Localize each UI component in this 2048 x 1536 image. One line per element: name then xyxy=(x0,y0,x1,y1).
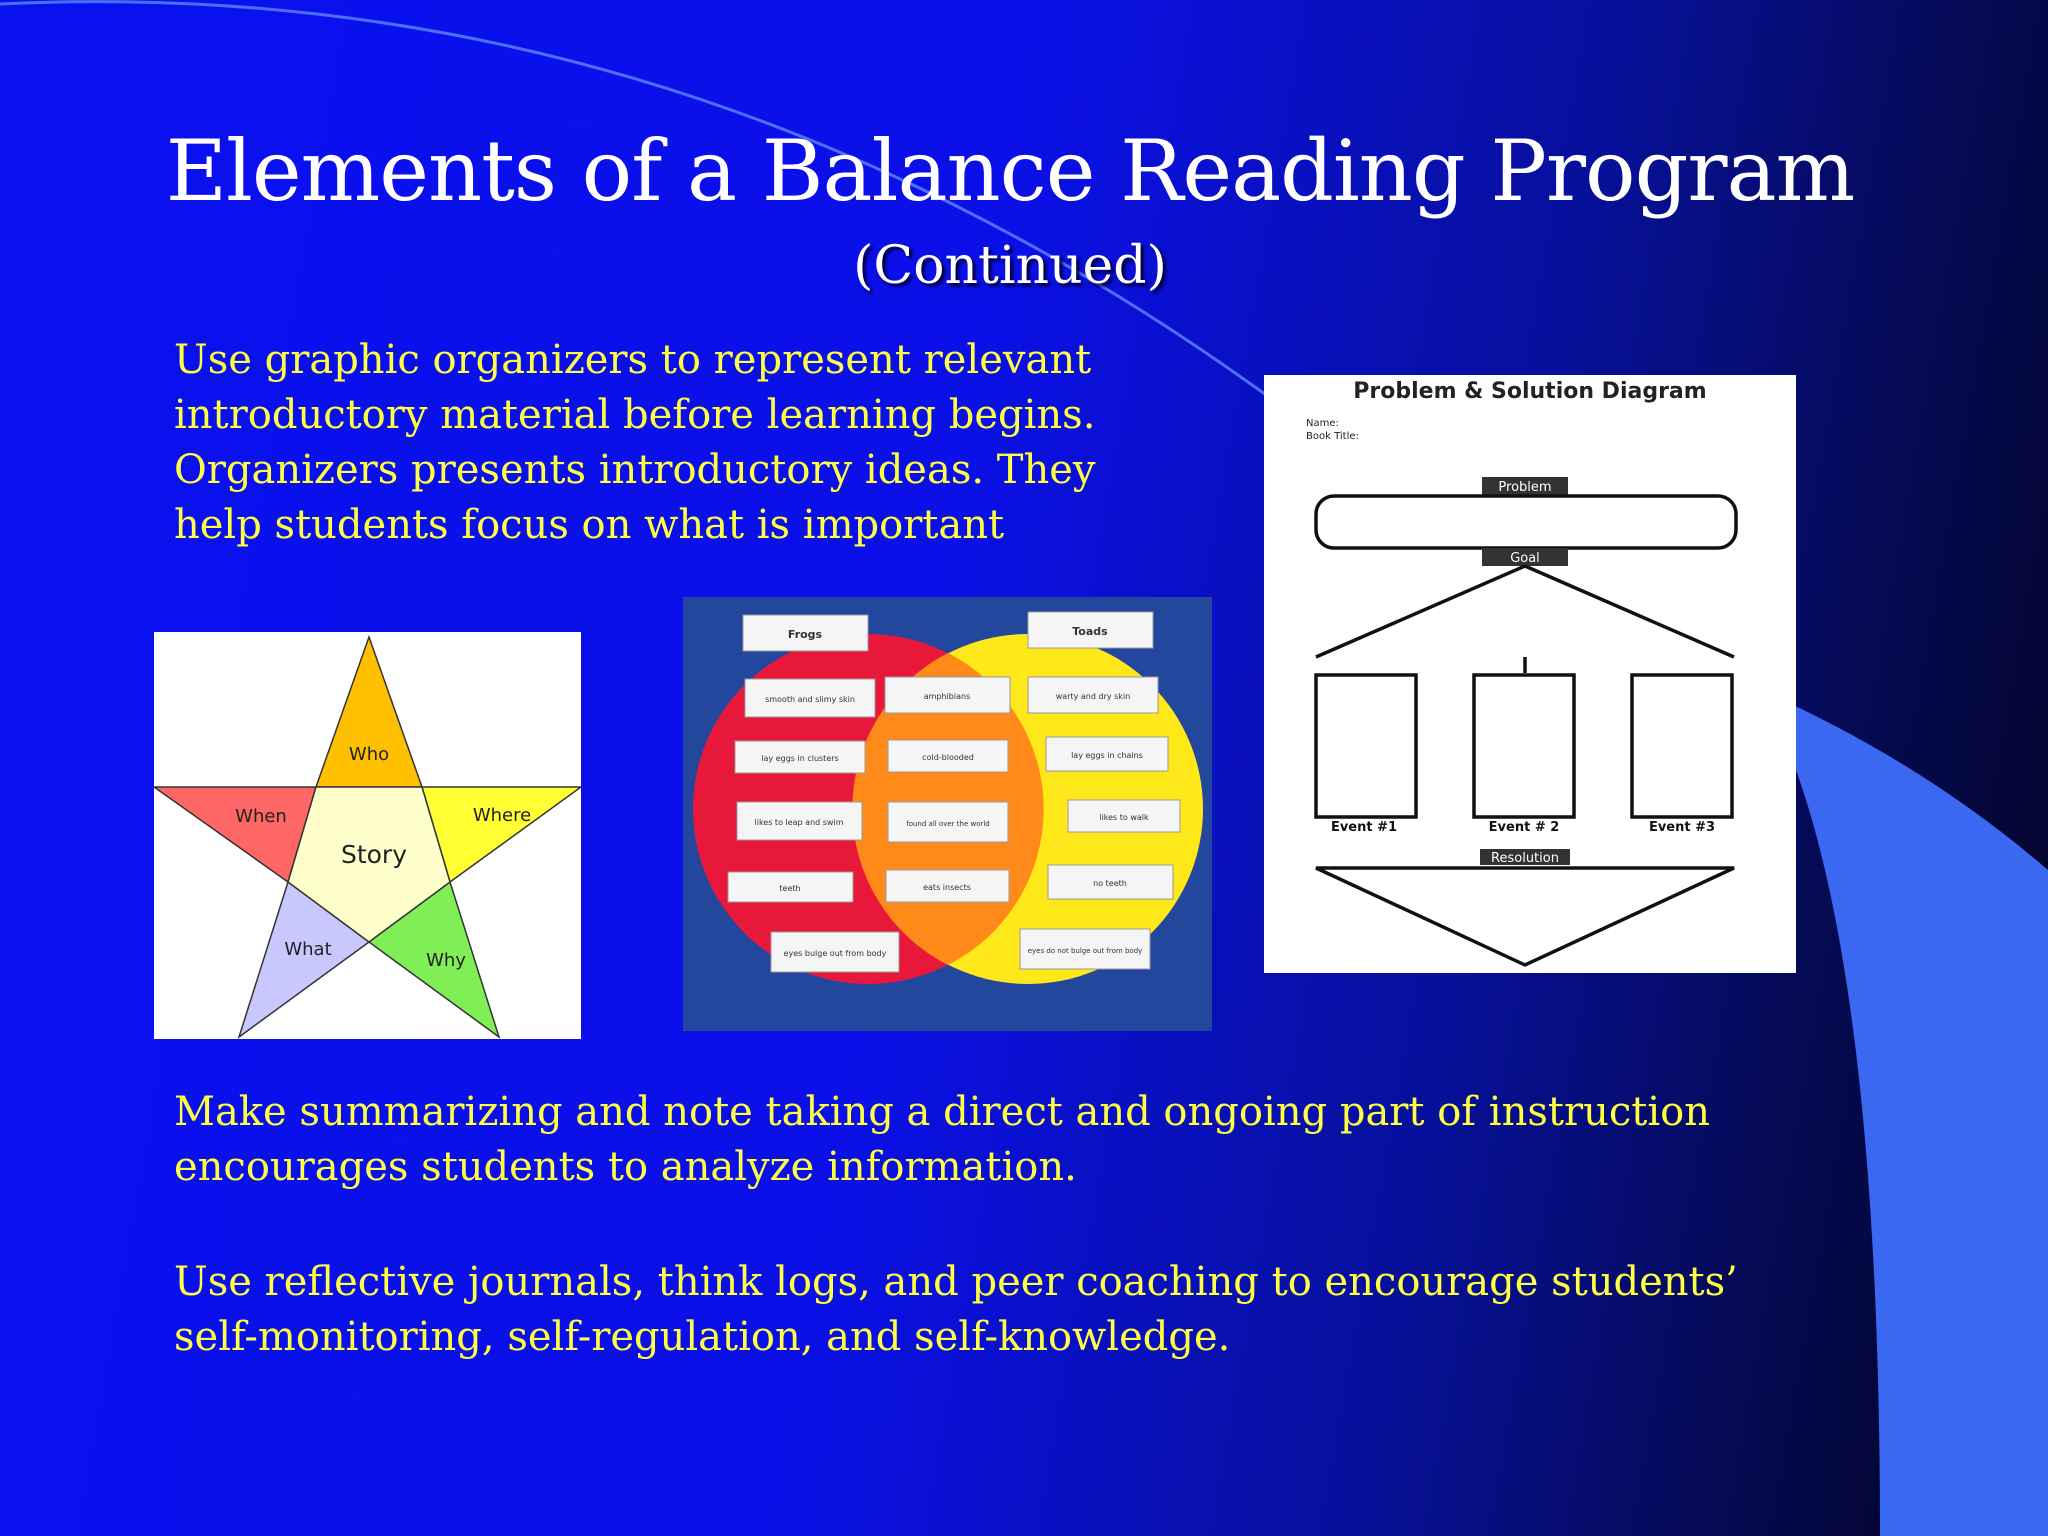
psd-event-box-2 xyxy=(1472,673,1576,819)
venn-title-toads: Toads xyxy=(1072,625,1108,638)
arc-line xyxy=(0,0,1301,422)
light-blue-swoosh xyxy=(1760,690,2048,1536)
psd-book-title-label: Book Title: xyxy=(1306,431,1359,442)
star-label-what: What xyxy=(284,939,331,960)
slide-title: Elements of a Balance Reading Program xyxy=(165,122,1856,220)
psd-event-label: Event #3 xyxy=(1649,820,1715,835)
venn-right-item: warty and dry skin xyxy=(1056,692,1130,701)
star-label-when: When xyxy=(235,806,287,827)
star-label-why: Why xyxy=(426,950,466,971)
star-label-who: Who xyxy=(349,744,389,765)
psd-event-box-1 xyxy=(1314,673,1418,819)
psd-title: Problem & Solution Diagram xyxy=(1353,379,1706,404)
paragraph-graphic-organizers: Use graphic organizers to represent rele… xyxy=(174,337,1096,548)
psd-event-label: Event #1 xyxy=(1331,820,1397,835)
venn-left-item: lay eggs in clusters xyxy=(761,754,838,763)
problem-solution-diagram-image: Problem & Solution Diagram Name: Book Ti… xyxy=(1264,375,1796,973)
star-center xyxy=(287,786,451,943)
venn-left-item: teeth xyxy=(779,884,800,893)
star-label-where: Where xyxy=(473,805,531,826)
psd-resolution-triangle xyxy=(1315,866,1735,967)
psd-resolution-label: Resolution xyxy=(1491,851,1559,866)
venn-diagram-image: Frogs Toads smooth and slimy skin lay eg… xyxy=(683,597,1212,1031)
paragraph-reflective-journals: Use reflective journals, think logs, and… xyxy=(174,1259,1738,1360)
paragraph-summarizing: Make summarizing and note taking a direc… xyxy=(174,1089,1710,1190)
venn-left-item: likes to leap and swim xyxy=(755,818,844,827)
venn-middle-item: found all over the world xyxy=(906,820,990,828)
psd-goal-label: Goal xyxy=(1510,551,1540,566)
venn-right-item: lay eggs in chains xyxy=(1071,751,1143,760)
psd-problem-label: Problem xyxy=(1498,480,1551,495)
venn-middle-item: cold-blooded xyxy=(922,753,974,762)
venn-left-item: eyes bulge out from body xyxy=(784,949,887,958)
venn-title-frogs: Frogs xyxy=(788,628,823,641)
venn-right-item: eyes do not bulge out from body xyxy=(1028,947,1143,955)
venn-middle-item: amphibians xyxy=(924,692,971,701)
venn-left-item: smooth and slimy skin xyxy=(765,695,855,704)
psd-event-box-3 xyxy=(1630,673,1734,819)
venn-right-item: no teeth xyxy=(1093,879,1127,888)
psd-event-label: Event # 2 xyxy=(1489,820,1560,835)
star-label-story: Story xyxy=(341,840,407,869)
psd-problem-box xyxy=(1314,494,1738,550)
star-organizer-image: Who Where Why What When Story xyxy=(151,632,584,1039)
slide-subtitle: (Continued) xyxy=(853,236,1167,296)
psd-name-label: Name: xyxy=(1306,418,1339,429)
venn-middle-item: eats insects xyxy=(923,883,971,892)
venn-right-item: likes to walk xyxy=(1099,813,1149,822)
